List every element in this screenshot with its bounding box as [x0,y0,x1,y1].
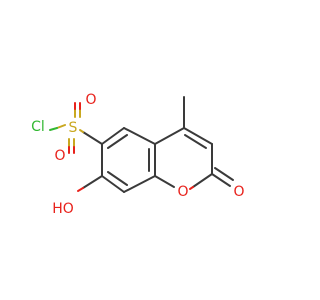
sulfonyl-oxygen-top-label: O [85,92,96,108]
bond-c7-hydroxyl-red [77,187,84,192]
bond-c5-c6 [101,127,125,145]
bond-c5-c6-inner [107,134,128,149]
bond-c4a-c5 [123,127,156,145]
chlorine-label: Cl [31,119,45,135]
ring-oxygen-label: O [177,184,188,200]
bond-c7-c8-inner [107,171,128,186]
bond-c2-o1-red [189,186,194,190]
bond-c2-carbonyl-second [214,167,234,181]
sulfur-label: S [69,120,78,136]
structure-diagram: Cl S O O HO O O [31,92,245,217]
bond-s-cl-green [49,127,58,131]
bond-c4a-c4 [154,127,185,145]
bond-c8-c8a [123,175,156,193]
bond-c2-o1 [192,173,213,188]
sulfonyl-oxygen-bottom-label: O [54,148,65,164]
carbonyl-oxygen-label: O [233,184,244,200]
bond-c2-carbonyl [211,173,231,187]
molecule-svg: Cl S O O HO O O [31,92,244,217]
bond-c4-c3 [183,127,213,145]
bond-c6-s-yellow [79,129,84,133]
bond-c7-hydroxyl [82,175,103,189]
bond-c4-c3-inner [184,134,207,149]
bond-o1-c8a [154,175,175,188]
hydroxyl-label: HO [52,201,74,217]
bond-c7-c8 [101,175,125,193]
bond-c6-s [82,131,103,145]
bond-s-cl [56,124,66,129]
